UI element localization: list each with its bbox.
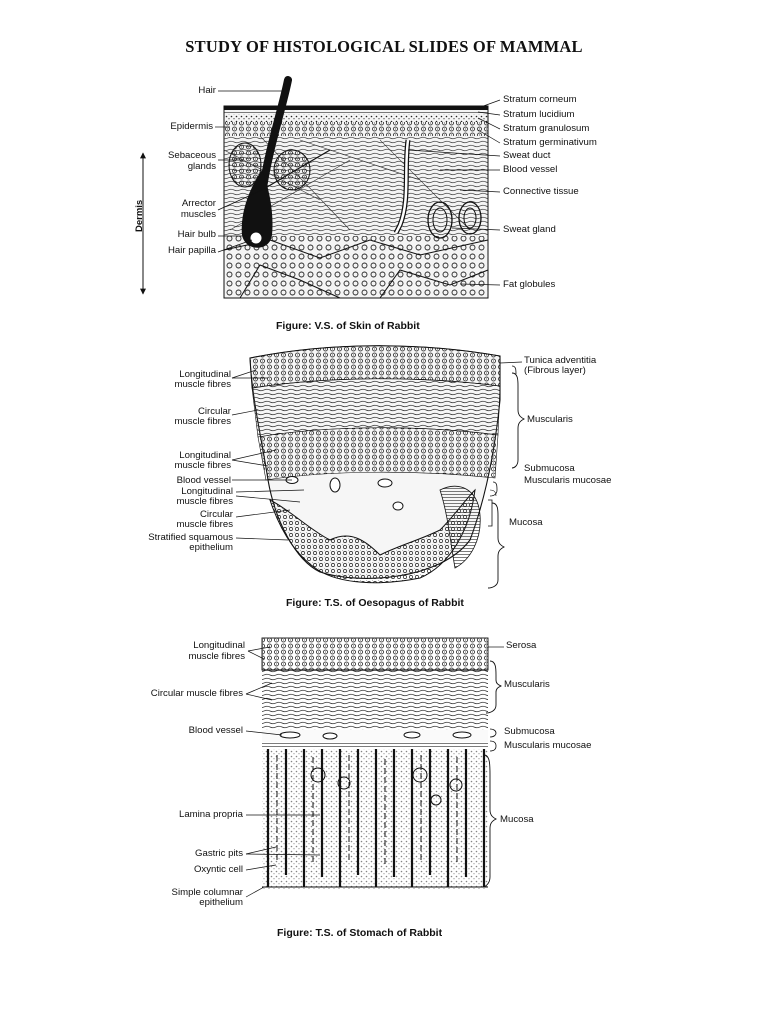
label-serosa: Serosa bbox=[506, 640, 537, 651]
label-longitudinal-3-line1: Longitudinal bbox=[181, 486, 233, 497]
label-hair-papilla: Hair papilla bbox=[168, 245, 216, 256]
stomach-caption: Figure: T.S. of Stomach of Rabbit bbox=[277, 927, 443, 939]
label-sebaceous-line1: Sebaceous bbox=[167, 150, 216, 161]
label-hair: Hair bbox=[198, 85, 216, 96]
label-longitudinal-1-line2: muscle fibres bbox=[174, 379, 231, 390]
label-muscularis-mucosae: Muscularis mucosae bbox=[524, 475, 612, 486]
label-sebaceous-line2: glands bbox=[187, 161, 216, 172]
label-epidermis: Epidermis bbox=[170, 121, 213, 132]
oesophagus-caption: Figure: T.S. of Oesopagus of Rabbit bbox=[286, 597, 464, 609]
label-hair-bulb: Hair bulb bbox=[177, 229, 216, 240]
label-circular-1-line2: muscle fibres bbox=[174, 416, 231, 427]
label-muscularis: Muscularis bbox=[527, 414, 573, 425]
label-sweat-gland: Sweat gland bbox=[503, 224, 556, 235]
label-tunica-line2: (Fibrous layer) bbox=[524, 365, 586, 376]
label-muscularis: Muscularis bbox=[504, 679, 550, 690]
oesophagus-figure: Longitudinal muscle fibres Circular musc… bbox=[0, 340, 768, 625]
label-stratified-line2: epithelium bbox=[189, 542, 233, 553]
skin-caption: Figure: V.S. of Skin of Rabbit bbox=[276, 320, 420, 332]
label-blood-vessel: Blood vessel bbox=[188, 725, 243, 736]
label-circular-2-line1: Circular bbox=[199, 509, 233, 520]
label-stratum-germinativum: Stratum germinativum bbox=[503, 137, 597, 148]
label-lamina-propria: Lamina propria bbox=[179, 809, 243, 820]
label-muscularis-mucosae: Muscularis mucosae bbox=[504, 740, 592, 751]
label-circular-1-line1: Circular bbox=[197, 406, 231, 417]
label-circular-muscle: Circular muscle fibres bbox=[150, 688, 243, 699]
label-blood-vessel: Blood vessel bbox=[503, 164, 558, 175]
label-connective-tissue: Connective tissue bbox=[503, 186, 579, 197]
label-longitudinal-3-line2: muscle fibres bbox=[176, 496, 233, 507]
label-mucosa: Mucosa bbox=[500, 814, 534, 825]
label-arrector-line1: Arrector bbox=[181, 198, 216, 209]
label-fat-globules: Fat globules bbox=[503, 279, 556, 290]
skin-figure: Hair Epidermis Sebaceous glands Arrector… bbox=[0, 0, 768, 340]
label-longitudinal-line2: muscle fibres bbox=[188, 651, 245, 662]
label-submucosa: Submucosa bbox=[504, 726, 555, 737]
label-longitudinal-2-line2: muscle fibres bbox=[174, 460, 231, 471]
label-stratified-line1: Stratified squamous bbox=[148, 532, 233, 543]
label-stratum-lucidium: Stratum lucidium bbox=[503, 109, 575, 120]
label-blood-vessel: Blood vessel bbox=[176, 475, 231, 486]
label-simple-columnar-line2: epithelium bbox=[199, 897, 243, 908]
label-stratum-granulosum: Stratum granulosum bbox=[503, 123, 590, 134]
skin-drawing bbox=[140, 76, 501, 299]
label-mucosa: Mucosa bbox=[509, 517, 543, 528]
label-longitudinal-2-line1: Longitudinal bbox=[179, 450, 231, 461]
oesophagus-drawing bbox=[231, 345, 526, 589]
label-tunica-line1: Tunica adventitia bbox=[524, 355, 597, 366]
label-circular-2-line2: muscle fibres bbox=[176, 519, 233, 530]
label-oxyntic-cell: Oxyntic cell bbox=[193, 864, 243, 875]
label-submucosa: Submucosa bbox=[524, 463, 575, 474]
label-sweat-duct: Sweat duct bbox=[503, 150, 551, 161]
label-arrector-line2: muscles bbox=[180, 209, 216, 220]
page-title: STUDY OF HISTOLOGICAL SLIDES OF MAMMAL bbox=[185, 37, 583, 56]
label-longitudinal-1-line1: Longitudinal bbox=[179, 369, 231, 380]
label-longitudinal-line1: Longitudinal bbox=[193, 640, 245, 651]
label-dermis: Dermis bbox=[134, 199, 145, 232]
label-simple-columnar-line1: Simple columnar bbox=[171, 887, 243, 898]
stomach-figure: Longitudinal muscle fibres Circular musc… bbox=[0, 625, 768, 950]
label-stratum-corneum: Stratum corneum bbox=[503, 94, 577, 105]
label-gastric-pits: Gastric pits bbox=[195, 848, 243, 859]
stomach-drawing bbox=[245, 637, 504, 898]
